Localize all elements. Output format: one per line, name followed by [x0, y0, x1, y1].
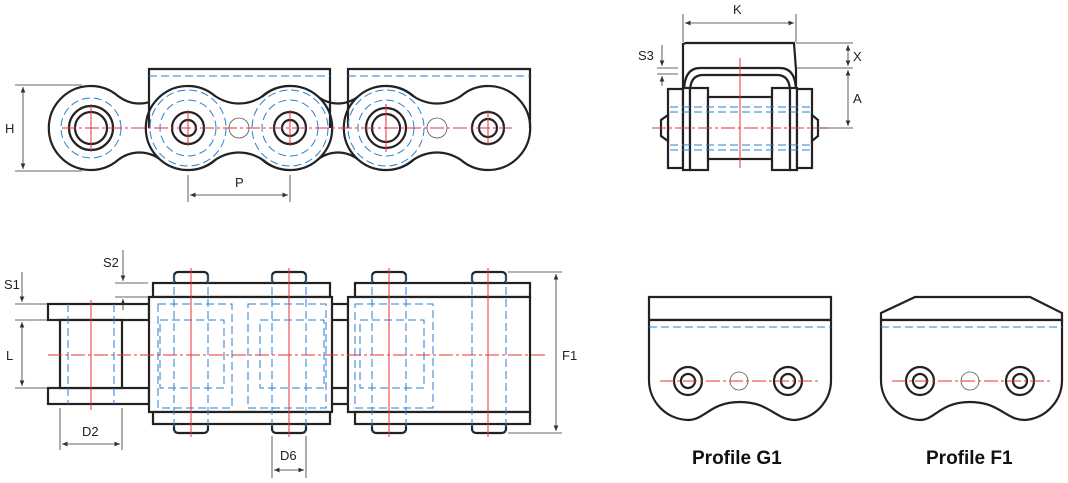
- dim-K: K: [733, 2, 742, 17]
- profile-g1-label: Profile G1: [692, 448, 782, 469]
- attachment-plate: [346, 67, 532, 128]
- top-view: S2 S1 L F1 D2 D6: [4, 250, 577, 478]
- profile-g1: Profile G1: [647, 295, 833, 469]
- dim-L: L: [6, 348, 13, 363]
- dim-X: X: [853, 49, 862, 64]
- dim-D6: D6: [280, 448, 297, 463]
- attachment-plate: [147, 67, 332, 128]
- dim-S1: S1: [4, 277, 20, 292]
- dim-H: H: [5, 121, 14, 136]
- front-view: K S3 X A: [638, 2, 862, 172]
- dim-P: P: [235, 175, 244, 190]
- dim-S2: S2: [103, 255, 119, 270]
- dim-D2: D2: [82, 424, 99, 439]
- profile-f1: Profile F1: [879, 295, 1064, 469]
- side-view: H P: [5, 67, 532, 202]
- dim-A: A: [853, 91, 862, 106]
- profile-f1-label: Profile F1: [926, 448, 1013, 469]
- dim-S3: S3: [638, 48, 654, 63]
- dim-F1: F1: [562, 348, 577, 363]
